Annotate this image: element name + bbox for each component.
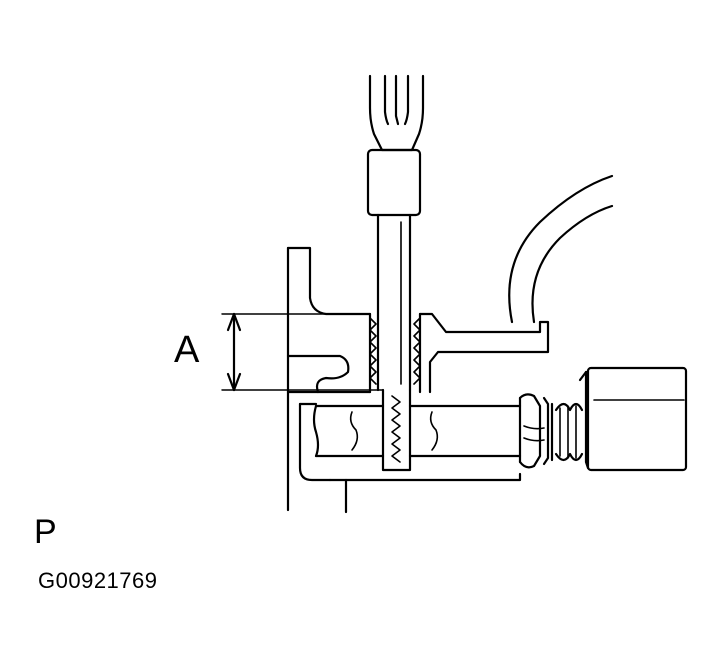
tap-shank [376,213,412,392]
shaft [312,404,522,458]
shaft-collar [518,393,550,469]
view-label: P [34,513,57,551]
tap-threaded-tip [381,388,412,472]
tap-collar [366,148,422,217]
housing-body [286,246,550,514]
spring [550,402,584,462]
dimension-a-marker [221,312,383,392]
actuator-block [578,366,688,472]
dimension-label: A [174,329,200,371]
tap-handle [368,74,425,152]
housing-arm [508,174,614,324]
figure-id: G00921769 [38,568,158,593]
